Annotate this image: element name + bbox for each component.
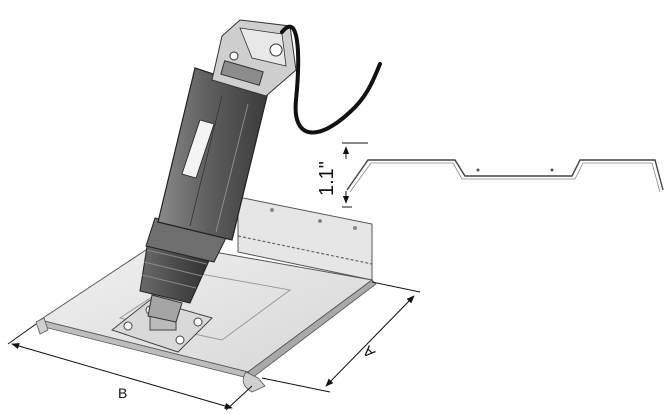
height-dimension-label: 1.1" [316, 161, 338, 196]
dimension-a-label: A [360, 342, 379, 361]
actuator-mount [110, 299, 213, 353]
profile-view [346, 159, 664, 193]
dimension-b: B [7, 323, 253, 411]
actuator [139, 19, 297, 323]
dimension-b-label: B [118, 385, 127, 401]
height-dimension: 1.1" [316, 142, 368, 208]
power-cable [280, 24, 382, 135]
